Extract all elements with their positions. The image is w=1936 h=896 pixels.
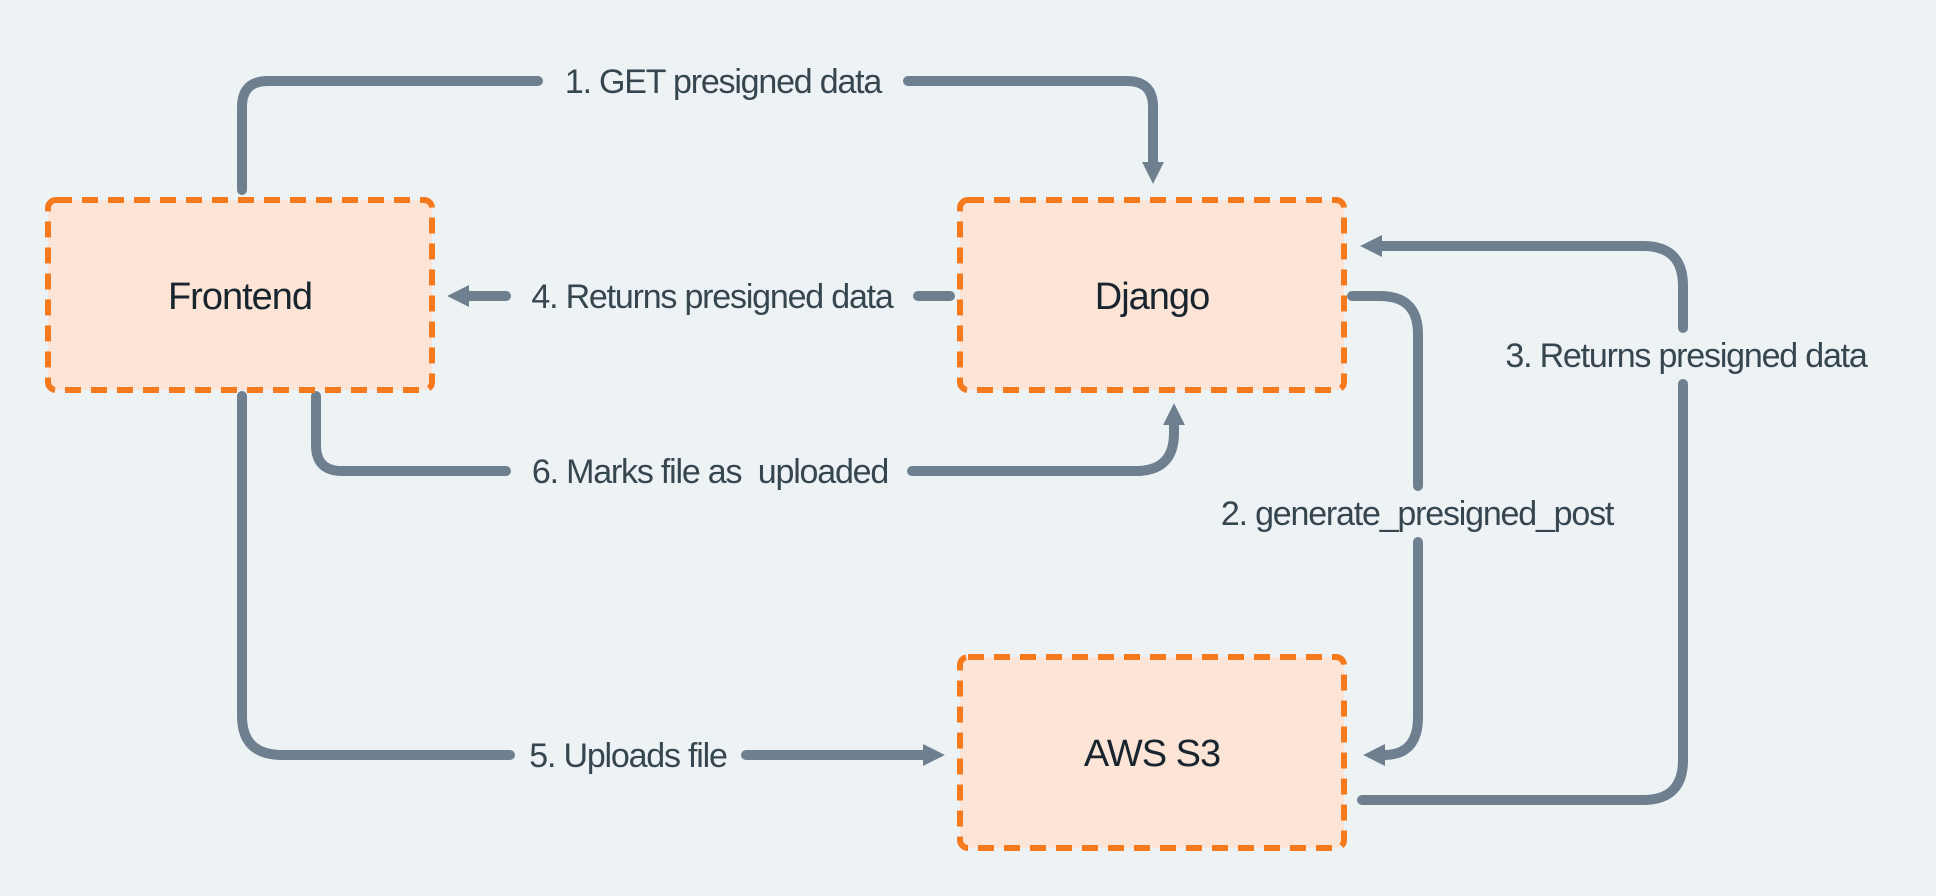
django-box xyxy=(957,197,1347,393)
arrow-5-uploads-file: 5. Uploads file xyxy=(237,391,945,775)
arrow-1-segment-a xyxy=(237,76,543,195)
frontend-box xyxy=(45,197,435,393)
arrow-1-get-presigned-data: 1. GET presigned data xyxy=(237,63,1165,195)
arrow-6-segment-b xyxy=(907,403,1186,476)
arrow-5-segment-a xyxy=(237,391,515,760)
arrow-5-label: 5. Uploads file xyxy=(529,737,727,775)
arrow-2-generate-presigned-post: 2. generate_presigned_post xyxy=(1221,291,1616,766)
arrow-1-segment-b xyxy=(903,76,1165,184)
django-node: Django xyxy=(957,197,1347,393)
arrow-4-returns-presigned-data: 4. Returns presigned data xyxy=(447,278,955,316)
arrow-4-label: 4. Returns presigned data xyxy=(531,278,894,316)
django-label: Django xyxy=(1095,276,1209,318)
arrow-6-segment-a xyxy=(311,391,511,476)
arrow-2-segment-a xyxy=(1347,291,1423,491)
aws-s3-label: AWS S3 xyxy=(1084,733,1220,775)
arrow-3-segment-a xyxy=(1357,379,1688,805)
frontend-label: Frontend xyxy=(168,276,312,318)
arrow-3-returns-presigned-data: 3. Returns presigned data xyxy=(1357,234,1869,805)
frontend-node: Frontend xyxy=(45,197,435,393)
arrow-6-marks-file-uploaded: 6. Marks file as uploaded xyxy=(311,391,1186,491)
arrow-3-label: 3. Returns presigned data xyxy=(1505,337,1868,375)
arrow-3-segment-b xyxy=(1360,234,1688,333)
arrow-6-label: 6. Marks file as uploaded xyxy=(532,453,888,491)
arrow-2-label: 2. generate_presigned_post xyxy=(1221,495,1615,533)
arrow-2-segment-b xyxy=(1363,537,1423,766)
aws-s3-node: AWS S3 xyxy=(957,654,1347,851)
arrow-1-label: 1. GET presigned data xyxy=(565,63,883,101)
aws-s3-box xyxy=(957,654,1347,851)
